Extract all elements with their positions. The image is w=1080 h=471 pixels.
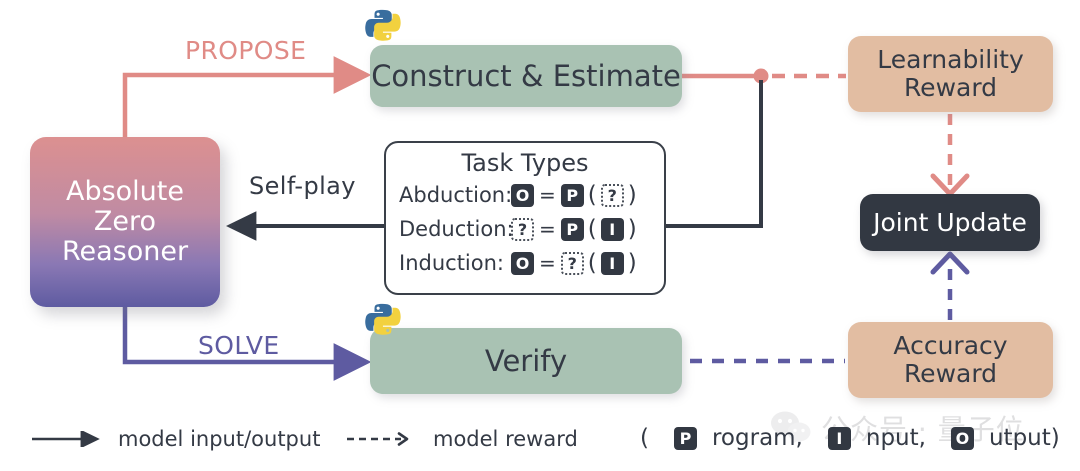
learnability-line-1: Learnability	[877, 45, 1024, 74]
node-construct-estimate[interactable]: Construct & Estimate	[370, 45, 682, 107]
badge-output: O	[511, 251, 534, 275]
edge-learnability-to-joint	[930, 114, 970, 197]
node-joint-update[interactable]: Joint Update	[860, 194, 1040, 251]
legend-label-model-reward: model reward	[433, 427, 578, 451]
tuple-word-input: nput,	[865, 425, 926, 451]
task-types-row-deduction: Deduction: ? = P ( I )	[386, 212, 664, 246]
node-absolute-zero-reasoner[interactable]: Absolute Zero Reasoner	[30, 137, 220, 307]
node-learnability-reward[interactable]: Learnability Reward	[848, 36, 1053, 112]
accuracy-line-2: Reward	[903, 359, 998, 388]
legend: model input/output model reward ( P rogr…	[0, 415, 1080, 471]
tuple-word-output: utput)	[988, 425, 1060, 451]
paren-close: )	[627, 216, 637, 242]
wechat-icon	[771, 411, 811, 444]
badge-output: O	[950, 426, 974, 450]
legend-label-model-io: model input/output	[118, 427, 321, 451]
badge-input: I	[600, 217, 624, 241]
edge-label-propose: PROPOSE	[185, 36, 307, 65]
task-row-label: Abduction:	[399, 183, 513, 207]
badge-program: P	[560, 217, 584, 241]
badge-program: P	[560, 183, 584, 207]
badge-unknown: ?	[600, 183, 624, 207]
legend-item-tuple: ( P rogram, I nput, O utput)	[640, 425, 1071, 451]
equals-sign: =	[539, 183, 556, 207]
node-verify[interactable]: Verify	[370, 328, 682, 394]
edge-label-solve: SOLVE	[198, 331, 280, 360]
paren-close: )	[627, 182, 637, 208]
tuple-paren-open: (	[640, 425, 649, 451]
badge-input: I	[827, 426, 851, 450]
task-types-row-abduction: Abduction: O = P ( ? )	[386, 178, 664, 212]
badge-output: O	[511, 183, 534, 207]
accuracy-line-1: Accuracy	[893, 331, 1008, 360]
learnability-line-2: Reward	[903, 73, 998, 102]
edge-label-selfplay: Self-play	[249, 172, 356, 200]
watermark: 公众号 · 量子位	[770, 408, 1025, 448]
paren-close: )	[627, 250, 637, 276]
tuple-word-program: rogram,	[711, 425, 803, 451]
python-icon	[365, 303, 401, 335]
watermark-text: 公众号 · 量子位	[821, 413, 1025, 446]
azr-line-1: Absolute	[65, 175, 184, 207]
paren-open: (	[587, 216, 597, 242]
edge-construct-to-learnability	[682, 68, 846, 84]
solid-arrow-icon	[32, 431, 100, 447]
equals-sign: =	[539, 217, 556, 241]
node-accuracy-reward[interactable]: Accuracy Reward	[848, 322, 1053, 398]
badge-program: P	[673, 426, 697, 450]
edge-solve	[122, 297, 372, 381]
paren-open: (	[587, 250, 597, 276]
task-types-row-induction: Induction: O = ? ( I )	[386, 246, 664, 280]
dashed-arrow-icon	[347, 432, 409, 446]
task-types-title: Task Types	[461, 149, 589, 177]
azr-line-3: Reasoner	[61, 236, 189, 268]
badge-unknown: ?	[560, 251, 584, 275]
paren-open: (	[587, 182, 597, 208]
python-icon	[365, 9, 401, 41]
task-row-label: Induction:	[399, 251, 504, 275]
legend-item-model-reward: model reward	[345, 427, 578, 451]
legend-item-model-io: model input/output	[30, 427, 320, 451]
task-types-panel: Task Types Abduction: O = P ( ? ) Deduct…	[384, 141, 666, 295]
edge-accuracy-to-joint	[930, 251, 970, 320]
task-row-label: Deduction:	[399, 217, 514, 241]
azr-line-2: Zero	[93, 205, 157, 237]
equals-sign: =	[539, 251, 556, 275]
badge-unknown: ?	[511, 217, 534, 241]
badge-input: I	[600, 251, 624, 275]
edge-propose	[122, 56, 372, 150]
